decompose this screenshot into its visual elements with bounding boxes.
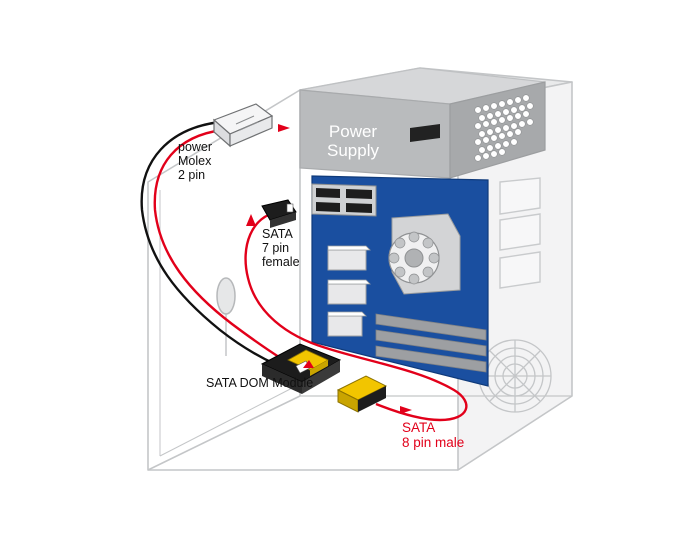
sata-male-label: SATA 8 pin male	[402, 420, 464, 450]
rear-fan-grill	[478, 339, 552, 413]
black-power-cable	[140, 120, 301, 376]
power-molex-label-line1: power	[178, 140, 213, 154]
cpu-fan-blades	[388, 231, 440, 285]
power-molex-label-line2: Molex	[178, 154, 212, 168]
case-vent	[216, 277, 236, 356]
sata-port-block	[311, 183, 377, 217]
red-power-cable	[153, 128, 305, 374]
power-supply-unit	[299, 67, 546, 179]
sata-female-label-line3: female	[262, 255, 300, 269]
sata-female-label-line1: SATA	[262, 227, 293, 241]
sata-dom-module-label: SATA DOM Module	[206, 376, 314, 390]
psu-grill	[474, 94, 534, 162]
power-supply-label-line2: Supply	[327, 141, 379, 160]
sata-dom-module	[260, 343, 342, 394]
sata-female-connector	[261, 199, 297, 228]
motherboard	[311, 175, 489, 387]
red-pointer-arrows	[246, 124, 412, 414]
sata-female-label-line2: 7 pin	[262, 241, 290, 255]
molex-connector	[212, 103, 274, 148]
red-sata-data-cable	[244, 210, 468, 422]
sata-male-connector	[336, 375, 388, 413]
drive-bays	[499, 177, 541, 289]
power-molex-label: power Molex 2 pin	[178, 140, 212, 182]
power-molex-label-line3: 2 pin	[178, 168, 206, 182]
sata-male-label-line1: SATA	[402, 420, 436, 435]
sata-male-label-line2: 8 pin male	[402, 435, 465, 450]
power-supply-label: Power Supply	[326, 122, 380, 160]
sata-female-label: SATA 7 pin female	[262, 227, 300, 269]
power-supply-label-line1: Power	[328, 122, 378, 141]
